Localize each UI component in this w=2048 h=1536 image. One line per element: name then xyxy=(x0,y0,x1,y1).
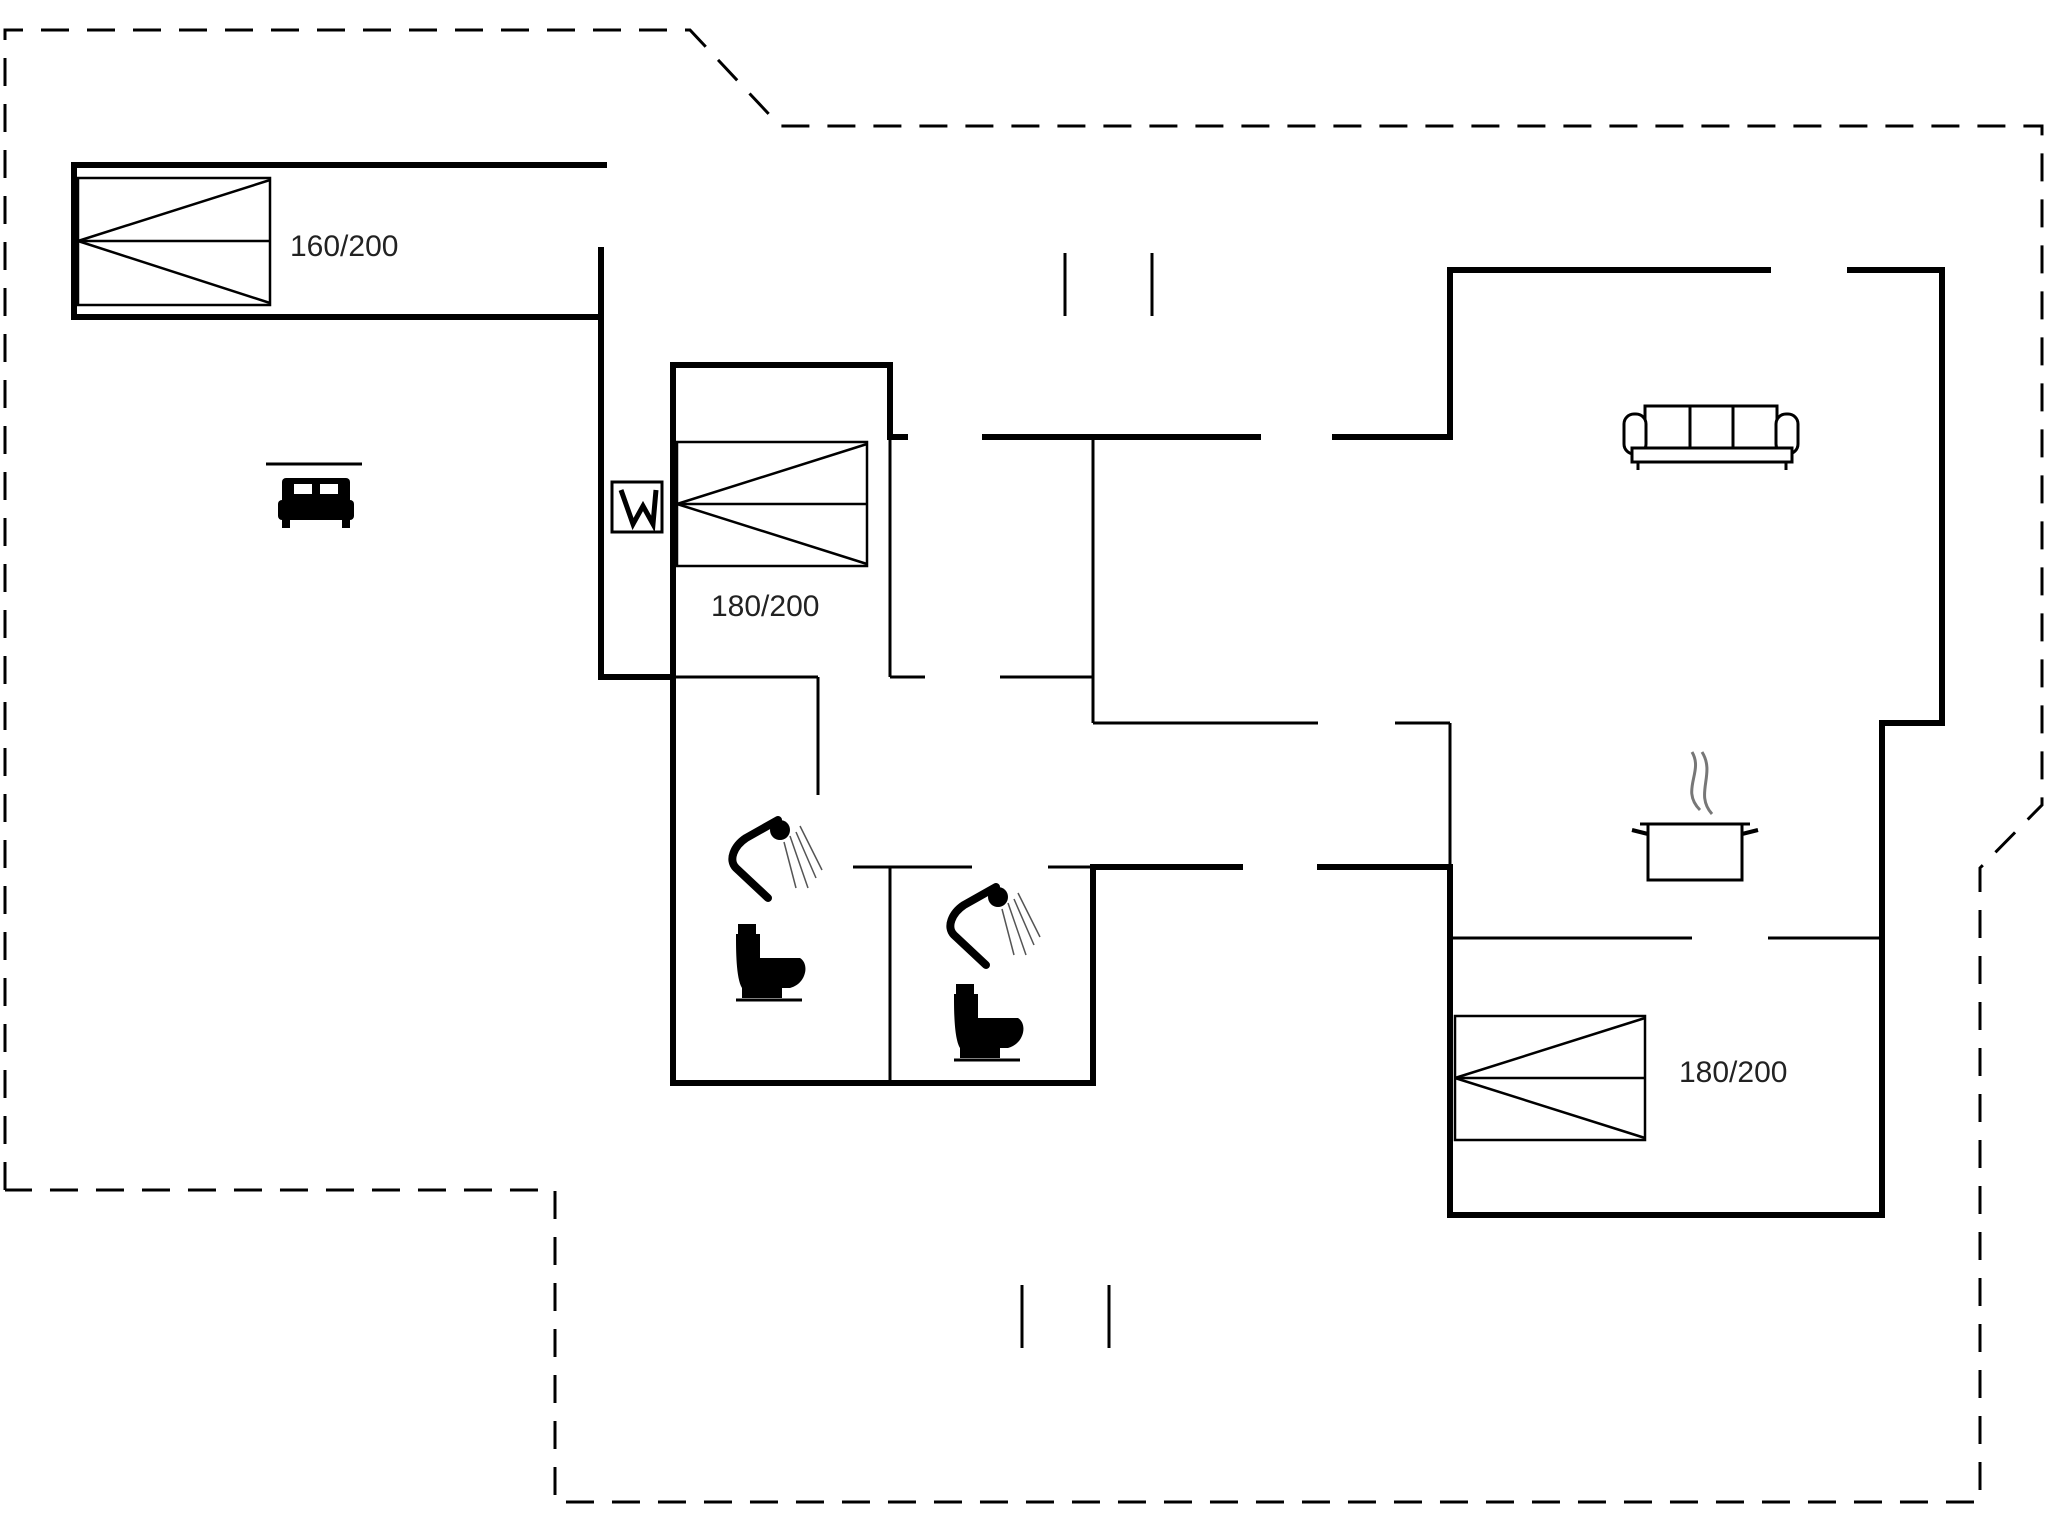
entrance-markers xyxy=(1020,253,1154,1348)
shower-icon xyxy=(728,816,823,902)
bed-size-label: 180/200 xyxy=(1679,1056,1787,1089)
sofa-icon xyxy=(1622,404,1800,470)
washing-machine-icon xyxy=(610,480,664,534)
cooking-pot-icon xyxy=(1631,751,1759,882)
bed-180-200-right: 180/200 xyxy=(1453,1014,1787,1142)
toilet-icon xyxy=(736,924,806,1002)
bed-180-200-middle: 180/200 xyxy=(675,440,869,623)
walls xyxy=(71,162,1945,1218)
terrace-outline xyxy=(3,28,2044,1504)
bed-size-label: 180/200 xyxy=(711,590,819,623)
bed-160-200: 160/200 xyxy=(76,176,398,307)
double-bed-icon xyxy=(266,462,362,528)
bed-size-label: 160/200 xyxy=(290,230,398,263)
shower-icon xyxy=(946,883,1041,969)
toilet-icon xyxy=(954,984,1024,1062)
interior-partitions xyxy=(673,437,1882,1083)
